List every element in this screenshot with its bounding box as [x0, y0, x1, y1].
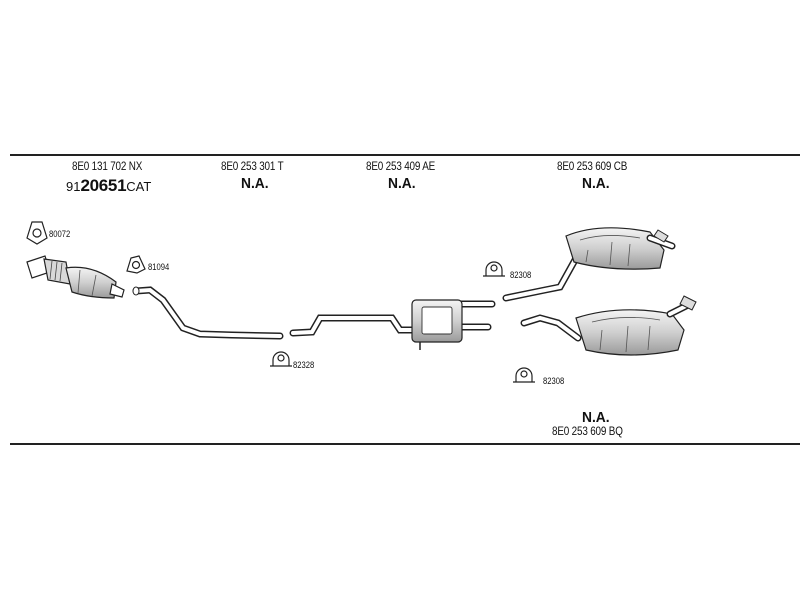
- front-pipe-status: N.A.: [241, 175, 269, 192]
- top-divider-line: [10, 154, 800, 156]
- clamp-icon-82308-upper: [483, 261, 505, 277]
- middle-silencer-oem-number: 8E0 253 409 AE: [366, 161, 436, 173]
- clamp-label-81094: 81094: [148, 262, 170, 272]
- clamp-label-82328: 82328: [293, 360, 315, 370]
- rear-silencer-top-oem-number: 8E0 253 609 CB: [557, 161, 628, 173]
- clamp-icon-82328: [270, 351, 292, 367]
- clamp-icon-81094: [126, 255, 146, 274]
- rear-silencer-bottom-status: N.A.: [582, 409, 610, 426]
- rear-silencer-lower: [520, 295, 697, 356]
- gasket-icon-80072: [26, 221, 48, 245]
- rear-silencer-top-status: N.A.: [582, 175, 610, 192]
- middle-silencer: [289, 299, 496, 350]
- clamp-icon-82308-lower: [513, 367, 535, 383]
- catalyst-part-suffix: CAT: [126, 179, 152, 194]
- catalytic-converter: [26, 255, 125, 299]
- rear-silencer-upper: [502, 227, 676, 302]
- catalyst-part-main: 20651: [80, 176, 127, 195]
- clamp-label-80072: 80072: [49, 229, 71, 239]
- front-pipe: [132, 286, 284, 340]
- bottom-divider-line: [10, 443, 800, 445]
- catalyst-part-prefix: 91: [66, 179, 81, 194]
- clamp-label-82308-lower: 82308: [543, 376, 565, 386]
- clamp-label-82308-upper: 82308: [510, 270, 532, 280]
- middle-silencer-status: N.A.: [388, 175, 416, 192]
- front-pipe-oem-number: 8E0 253 301 T: [221, 161, 284, 173]
- catalyst-oem-number: 8E0 131 702 NX: [72, 161, 143, 173]
- rear-silencer-bottom-oem-number: 8E0 253 609 BQ: [552, 426, 623, 438]
- catalyst-part-number: 9120651CAT: [66, 176, 151, 196]
